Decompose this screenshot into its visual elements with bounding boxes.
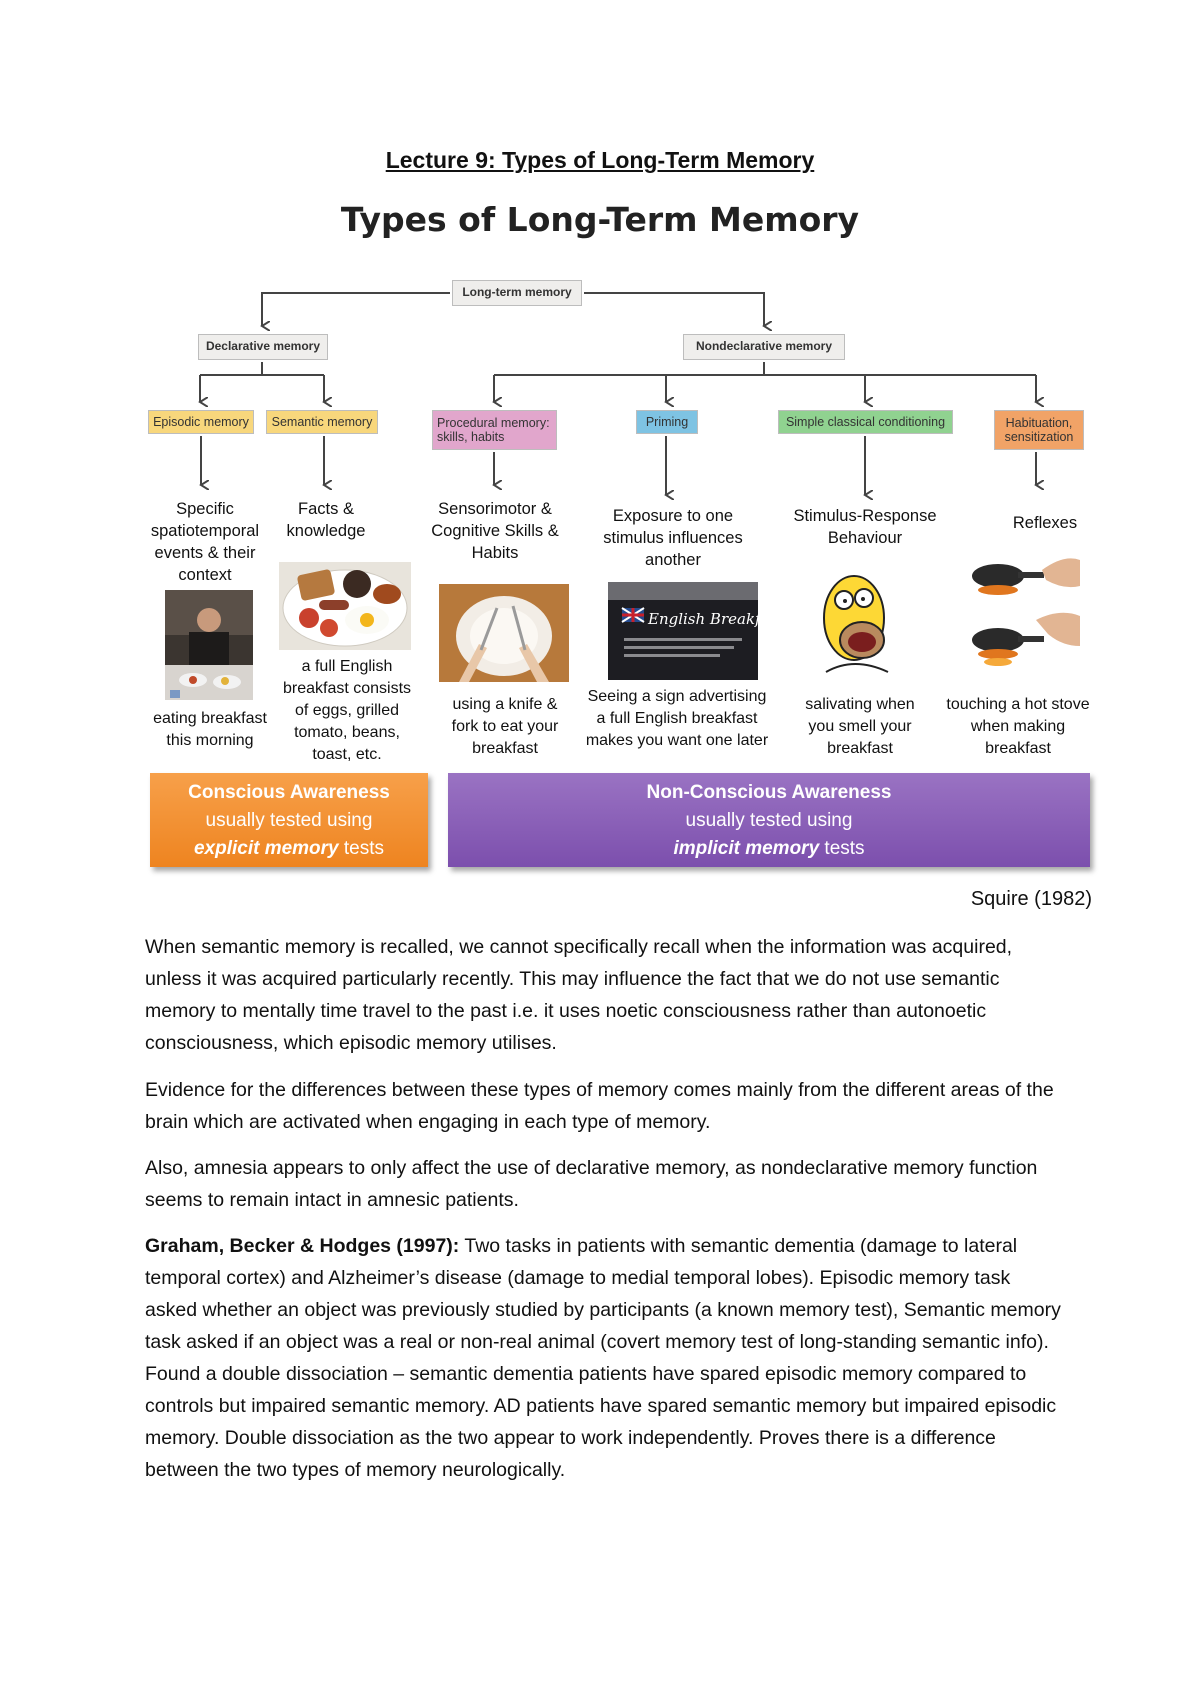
desc-procedural: Sensorimotor & Cognitive Skills & Habits — [431, 500, 559, 562]
node-long-term-memory: Long-term memory — [452, 280, 582, 306]
node-nondeclarative-memory: Nondeclarative memory — [683, 334, 845, 360]
node-semantic-memory: Semantic memory — [266, 410, 378, 434]
diagram-connectors — [0, 292, 1200, 920]
sign-text: English Breakfasts — [647, 610, 758, 628]
photo-knife-and-fork — [439, 584, 569, 682]
explicit-memory-label: explicit memory — [193, 838, 339, 859]
page-title: Lecture 9: Types of Long-Term Memory — [385, 147, 815, 173]
conscious-awareness-tests: explicit memory tests — [150, 835, 428, 863]
node-declarative-memory: Declarative memory — [198, 334, 328, 360]
node-classical-conditioning: Simple classical conditioning — [778, 410, 953, 434]
paragraph-semantic-recall: When semantic memory is recalled, we can… — [145, 936, 1013, 1054]
paragraph-brain-evidence: Evidence for the differences between the… — [145, 1079, 1054, 1133]
nonconscious-awareness-tests: implicit memory tests — [448, 835, 1090, 863]
conscious-awareness-title: Conscious Awareness — [188, 782, 390, 803]
nonconscious-awareness-title: Non-Conscious Awareness — [646, 782, 892, 803]
desc-priming: Exposure to one stimulus influences anot… — [603, 507, 743, 569]
node-habituation: Habituation, sensitization — [994, 410, 1084, 450]
conscious-tests-suffix: tests — [338, 838, 385, 859]
caption-procedural: using a knife & fork to eat your breakfa… — [451, 696, 559, 757]
paragraph-amnesia: Also, amnesia appears to only affect the… — [145, 1157, 1038, 1211]
node-priming: Priming — [636, 410, 698, 434]
caption-priming: Seeing a sign advertising a full English… — [585, 688, 769, 749]
photo-hot-stove-pans — [968, 550, 1080, 682]
conscious-awareness-line: usually tested using — [205, 810, 373, 831]
reference-graham-1997: Graham, Becker & Hodges (1997): — [145, 1235, 460, 1257]
diagram-title: Types of Long-Term Memory — [340, 200, 860, 239]
nonconscious-tests-suffix: tests — [819, 838, 865, 859]
photo-homer-salivating — [806, 560, 912, 680]
caption-episodic: eating breakfast this morning — [153, 710, 267, 749]
paragraph-graham-study: Graham, Becker & Hodges (1997): Two task… — [145, 1230, 1065, 1486]
caption-habituation: touching a hot stove when making breakfa… — [946, 696, 1090, 757]
desc-habituation: Reflexes — [1012, 514, 1078, 532]
desc-classical: Stimulus-Response Behaviour — [793, 507, 937, 547]
caption-semantic: a full English breakfast consists of egg… — [282, 658, 412, 763]
desc-episodic: Specific spatiotemporal events & their c… — [150, 500, 260, 584]
graham-study-text: Two tasks in patients with semantic deme… — [145, 1235, 1061, 1481]
implicit-memory-label: implicit memory — [673, 838, 820, 859]
conscious-awareness-box: Conscious Awareness usually tested using… — [150, 773, 428, 867]
photo-english-breakfasts-sign: English Breakfasts — [608, 582, 758, 680]
caption-classical: salivating when you smell your breakfast — [805, 696, 915, 757]
photo-full-english-breakfast — [279, 562, 411, 650]
node-procedural-memory: Procedural memory: skills, habits — [432, 410, 557, 450]
memory-diagram: Types of Long-Term Memory — [0, 190, 1200, 920]
nonconscious-awareness-line: usually tested using — [685, 810, 853, 831]
desc-semantic: Facts & knowledge — [286, 500, 366, 540]
node-episodic-memory: Episodic memory — [148, 410, 254, 434]
diagram-citation: Squire (1982) — [970, 888, 1092, 910]
photo-man-eating-breakfast — [165, 590, 253, 700]
nonconscious-awareness-box: Non-Conscious Awareness usually tested u… — [448, 773, 1090, 867]
